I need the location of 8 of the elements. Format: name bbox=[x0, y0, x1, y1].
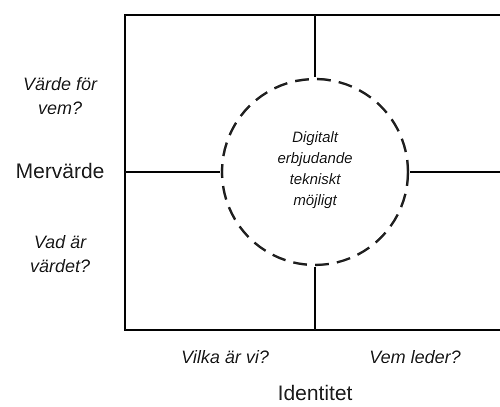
axis-label: Mervärde bbox=[14, 160, 106, 184]
axis-label: Identitet bbox=[276, 382, 354, 406]
circle-text: Digitalt erbjudande tekniskt möjligt bbox=[276, 128, 354, 211]
question-text: Vad är värdet? bbox=[28, 231, 92, 278]
question-text: Vem leder? bbox=[368, 346, 462, 369]
question-text: Värde för vem? bbox=[22, 73, 98, 120]
question-text: Vilka är vi? bbox=[180, 346, 270, 369]
dashed-circle bbox=[220, 77, 410, 267]
